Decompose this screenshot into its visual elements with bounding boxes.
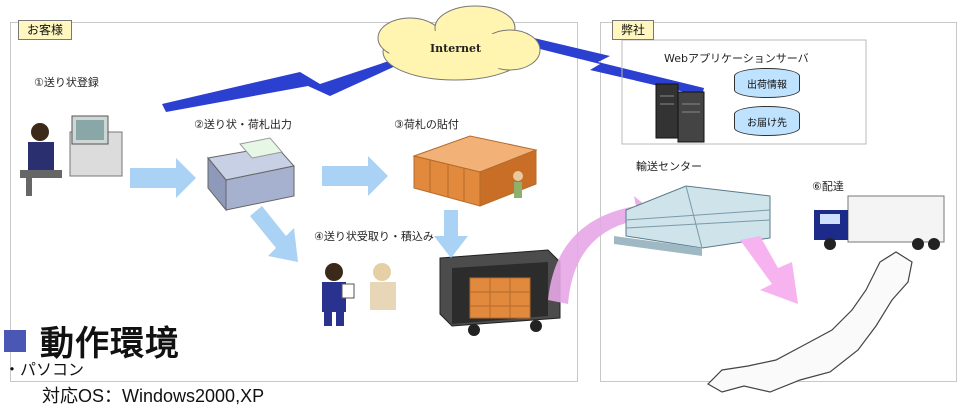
heading-square-icon xyxy=(4,329,26,352)
printer-illustration xyxy=(207,137,295,212)
network-lightning-left xyxy=(162,58,400,112)
loading-truck-illustration xyxy=(439,249,561,336)
network-lightning-right xyxy=(496,30,704,96)
customer-tag: お客様 xyxy=(18,20,73,40)
step3-label: ③荷札の貼付 xyxy=(394,118,459,131)
flow-arrows xyxy=(130,156,468,262)
step2-label: ②送り状・荷札出力 xyxy=(194,118,292,131)
os-line: 対応OS：Windows2000,XP xyxy=(42,386,265,406)
transport-center-label: 輸送センター xyxy=(636,160,702,173)
transport-center-illustration xyxy=(614,185,771,256)
bullet-pc: ・パソコン xyxy=(4,360,85,379)
section-heading: 動作環境 xyxy=(4,316,180,365)
pink-arrow-to-map xyxy=(740,236,798,304)
server-illustration xyxy=(655,83,705,143)
internet-label: Internet xyxy=(430,42,482,55)
step1-label: ①送り状登録 xyxy=(34,76,99,89)
step6-label: ⑥配達 xyxy=(812,180,844,193)
server-frame xyxy=(621,39,867,145)
server-title: Webアプリケーションサーバ xyxy=(664,52,809,65)
internet-cloud xyxy=(377,5,541,81)
db-delivery-dest: お届け先 xyxy=(734,106,800,136)
step4-label: ④送り状受取り・積込み xyxy=(314,230,434,243)
heading-text: 動作環境 xyxy=(40,324,180,364)
db-shipping-info: 出荷情報 xyxy=(734,68,800,98)
boxes-illustration xyxy=(412,135,538,207)
japan-map-outline xyxy=(707,251,913,393)
company-tag: 弊社 xyxy=(612,20,655,40)
handoff-illustration xyxy=(322,263,396,326)
user-at-pc-illustration xyxy=(20,115,123,196)
delivery-truck-illustration xyxy=(814,195,945,250)
